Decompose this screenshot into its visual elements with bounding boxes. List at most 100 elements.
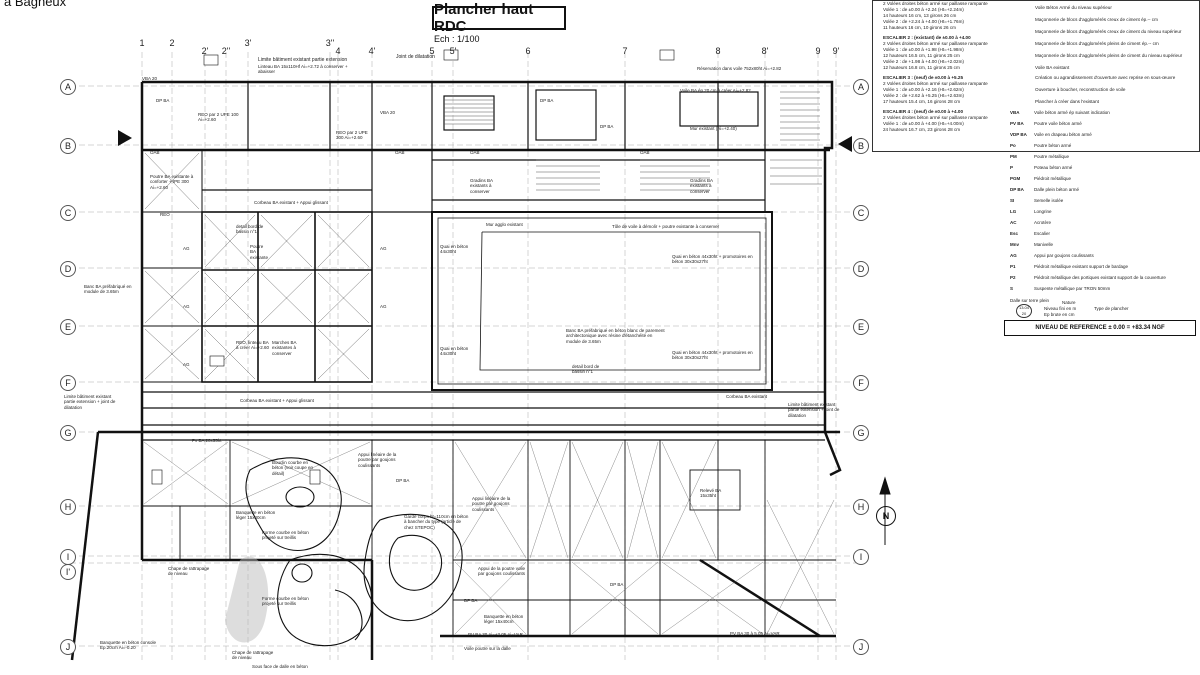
legend-material: Voile BA existant xyxy=(1035,65,1070,70)
slab-key-niveau: Niveau fini en m xyxy=(1044,306,1077,311)
tag-oab: OAB xyxy=(395,150,405,155)
column-axis-label: 9' xyxy=(832,46,840,56)
column-axis-label: 6 xyxy=(525,46,531,56)
note-banquette-console: Banquette en béton console Ep.20cm Ai=-0… xyxy=(100,640,157,651)
legend-stair-line: Volée 2 : de +2.24 à +4.00 (Ht=+1.76m) xyxy=(883,19,964,24)
tag-dpba: DP BA xyxy=(156,98,170,103)
legend-material: Ouverture à boucher, reconstruction de v… xyxy=(1035,87,1126,92)
note-releve: Relevé BA 15x35ht xyxy=(700,488,722,499)
tag-dpba: DP BA xyxy=(610,582,624,587)
column-axis-label: 4' xyxy=(368,46,376,56)
note-pv-ba-30: PV BA 30 à 5.05 Ai=VAR xyxy=(730,631,780,636)
legend-stair-line: Volée 1 : de ±0.00 à +2.24 (Ht=+2.24m) xyxy=(883,7,964,12)
column-axis-label: 3'' xyxy=(325,38,335,48)
legend-stair-line: 14 hauteurs 16 cm, 13 girons 26 cm xyxy=(883,13,957,18)
drawing-scale: Ech : 1/100 xyxy=(434,34,480,44)
tag-oab: OAB xyxy=(640,150,650,155)
legend-stair-line: 2 Volées droites béton armé sur paillass… xyxy=(883,41,988,46)
legend-stair-line: Volée 1 : de ±0.00 à +2.16 (Ht=+2.62m) xyxy=(883,87,964,92)
abbr-code: PM xyxy=(1010,154,1017,159)
note-quai-beton: Quai en béton 44x30ht xyxy=(440,244,469,255)
note-corbeau-appui-2: Corbeau BA existant + Appui glissant xyxy=(254,200,328,205)
row-axis-label: B xyxy=(853,138,869,154)
note-mur-existant: Mur existant (Ai=+2.40) xyxy=(690,126,737,131)
note-quai-promontoires-2: Quai en béton 44x30ht + promotoires en b… xyxy=(672,350,753,361)
note-corbeau-appui: Corbeau BA existant + Appui glissant xyxy=(240,398,314,403)
note-pv-ba: Pv BA 20x55ht xyxy=(192,438,222,443)
legend-stair-line: Volée 1 : de ±0.00 à +4.00 (Ht=+4.00m) xyxy=(883,121,964,126)
note-appui-lineaire: Appui linéaire de la poutre par goujons … xyxy=(358,452,397,468)
row-axis-label: F xyxy=(853,375,869,391)
abbr-code: P1 xyxy=(1010,264,1016,269)
stair-hatching xyxy=(444,91,822,191)
note-limite-extension-right: Limite bâtiment existant partie extensio… xyxy=(788,402,840,418)
abbr-desc: Semelle isolée xyxy=(1034,198,1064,203)
row-axis-label: C xyxy=(853,205,869,221)
abbr-code: Mnv xyxy=(1010,242,1019,247)
slab-key-label: Dalle sur terre plein xyxy=(1010,298,1050,303)
corner-location-text: à Bagneux xyxy=(4,0,67,9)
row-axis-label: H xyxy=(853,499,869,515)
note-banc-beton-blanc: Banc BA préfabriqué en béton blanc de pa… xyxy=(566,328,665,344)
note-reo-linteau: REO, linteau BA à créer Ai=+2.60 xyxy=(236,340,270,351)
note-quai-beton-2: Quai en béton 44x30ht xyxy=(440,346,469,357)
note-pv-ba-30-var: PV BA 30 Ai=+3.05 Ai=VAR xyxy=(468,632,523,637)
legend-stair-line: 12 hauteurs 16.8 cm, 11 girons 25 cm xyxy=(883,65,960,70)
tag-oab: OAB xyxy=(150,150,160,155)
abbr-code: DP BA xyxy=(1010,187,1024,192)
legend-stair-line: 11 hauteurs 16 cm, 10 girons 26 cm xyxy=(883,25,956,30)
note-gradins: Gradins BA existants à conserver xyxy=(470,178,493,194)
note-quai-promontoires: Quai en béton 44x30ht + promotoires en b… xyxy=(672,254,753,265)
abbr-code: P2 xyxy=(1010,275,1016,280)
abbr-code: P xyxy=(1010,165,1014,170)
row-axis-label: D xyxy=(853,261,869,277)
row-g-beams xyxy=(142,391,825,441)
abbr-desc: Poutre métallique xyxy=(1034,154,1070,159)
legend-material: Maçonnerie de blocs d'agglomérés creux d… xyxy=(1035,29,1182,34)
note-sous-face: Sous face de dalle en béton xyxy=(252,664,308,669)
abbr-desc: Voile béton armé ép suivant indication xyxy=(1034,110,1110,115)
note-detail-bassin-hall: detail bord de bassin n°1 xyxy=(236,224,264,235)
column-axis-label: 5 xyxy=(429,46,435,56)
abbr-desc: Acrotère xyxy=(1034,220,1052,225)
legend-stair-line: 2 Volées droites béton armé sur paillass… xyxy=(883,81,988,86)
abbr-code: AC xyxy=(1010,220,1017,225)
note-reservation: Réservation dans voile 752x80ht Ai=+2.82 xyxy=(697,66,782,71)
row-axis-label: J xyxy=(853,639,869,655)
lower-slab-panels xyxy=(142,440,836,636)
legend-stair-line: ESCALIER 3 : (neuf) de ±0.00 à +5.25 xyxy=(883,75,964,80)
row-axis-label: G xyxy=(853,425,869,441)
tag-ag: AG xyxy=(183,362,190,367)
abbr-code: S xyxy=(1010,286,1014,291)
tag-reo: REO xyxy=(160,212,170,217)
column-axis-label: 2'' xyxy=(221,46,231,56)
tag-vba20: VBA 20 xyxy=(142,76,158,81)
legend-material: Plancher à créer dans l'existant xyxy=(1035,99,1099,104)
section-markers xyxy=(118,49,852,485)
row-axis-label: E xyxy=(60,319,76,335)
abbr-desc: Piédroit métallique des portiques exista… xyxy=(1034,275,1166,280)
row-axis-label: A xyxy=(60,79,76,95)
abbr-desc: Dalle plein béton armé xyxy=(1034,187,1080,192)
north-indicator: N xyxy=(876,506,896,526)
legend-stair-line: 2 Volées droites béton armé sur paillass… xyxy=(883,115,988,120)
abbr-code: VDP BA xyxy=(1010,132,1027,137)
note-linteau: Linteau BA 15x110Hf Ai=+2.72 à conserver… xyxy=(258,64,348,75)
note-reo-upe300: REO par 2 UPE 300 Ai=+2.60 xyxy=(336,130,368,141)
note-banquette-leger-2: Banquette en béton léger 15x40cm xyxy=(484,614,524,625)
row-axis-label: E xyxy=(853,319,869,335)
abbr-desc: Voile en drapeau béton armé xyxy=(1034,132,1092,137)
legend-material: Maçonnerie de blocs d'agglomérés pleins … xyxy=(1035,53,1183,58)
tag-ag: AG xyxy=(380,246,387,251)
abbr-code: PV BA xyxy=(1010,121,1024,126)
note-limite-batiment: Limite bâtiment existant partie extensio… xyxy=(258,57,348,63)
note-poutre-conforter: Poutre BA existante à conforter + IPE 30… xyxy=(150,174,194,190)
legend-panel: 2 Volées droites béton armé sur paillass… xyxy=(872,0,1200,152)
row-axis-label: A xyxy=(853,79,869,95)
column-axis-label: 8' xyxy=(761,46,769,56)
reference-level: NIVEAU DE REFERENCE ± 0.00 = +83.34 NGF xyxy=(1004,320,1196,336)
abbr-desc: Manivelle xyxy=(1034,242,1054,247)
abbr-desc: Piédroit métallique xyxy=(1034,176,1072,181)
tag-dpba: DP BA xyxy=(540,98,554,103)
legend-stair-line: 24 hauteurs 16.7 cm, 23 girons 28 cm xyxy=(883,127,961,132)
